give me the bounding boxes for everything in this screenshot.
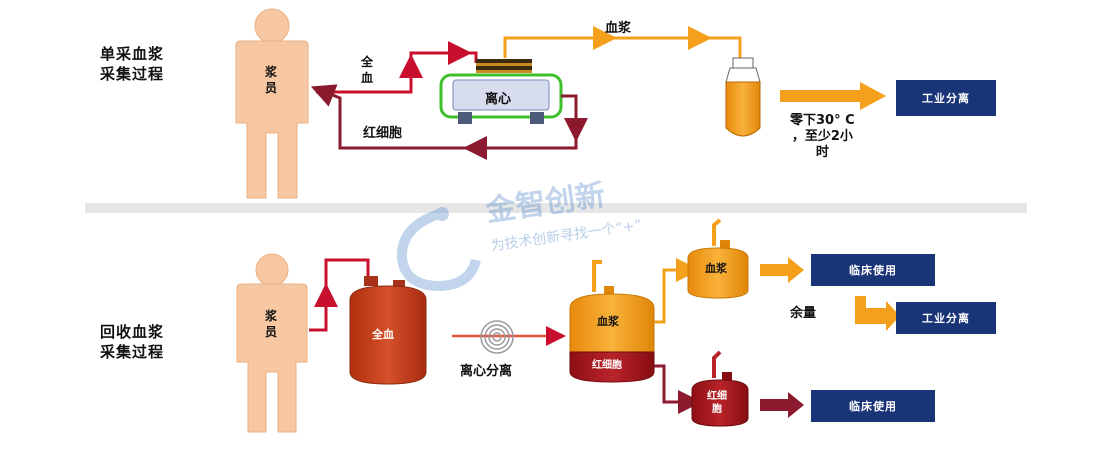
plasma-branch-line — [654, 258, 700, 324]
plasma-tank-small — [687, 218, 749, 299]
whole-blood-line-bottom — [309, 258, 370, 332]
centrifuge-label-top: 离心 — [485, 92, 512, 107]
industrial-separation-box-bottom: 工业分离 — [896, 302, 996, 334]
plasma-layer-label: 血浆 — [597, 315, 619, 328]
donor-label-bottom-1: 浆 — [265, 309, 278, 323]
donor-label-top-2: 员 — [265, 81, 278, 95]
whole-blood-label-top: 全 血 — [361, 54, 373, 86]
whole-blood-label-top-2: 血 — [361, 71, 374, 85]
section-title-recovery: 回收血浆 采集过程 — [100, 322, 164, 362]
clinical-use-box-2: 临床使用 — [811, 390, 935, 422]
storage-condition-3: 时 — [815, 145, 829, 160]
rbc-tank-label-2: 胞 — [712, 404, 722, 415]
donor-label-top-1: 浆 — [265, 65, 278, 79]
rbc-branch-line — [654, 364, 702, 414]
arrow-to-clinical-2 — [760, 392, 804, 418]
industrial-separation-box-top: 工业分离 — [896, 80, 996, 116]
donor-label-top: 浆 员 — [265, 64, 277, 96]
arrow-surplus-to-industrial — [855, 296, 900, 331]
plasma-line-top — [503, 36, 742, 60]
rbc-tank-label: 红细 胞 — [707, 390, 727, 416]
arrow-to-industrial-top — [780, 82, 886, 110]
plasma-label-top: 血浆 — [605, 21, 632, 36]
clinical-use-box-1: 临床使用 — [811, 254, 935, 286]
whole-blood-tank — [349, 276, 427, 385]
section-divider — [85, 203, 1027, 213]
watermark-logo — [396, 207, 481, 292]
rbc-layer-label: 红细胞 — [592, 360, 622, 371]
donor-figure-top — [235, 8, 309, 199]
storage-condition-1: 零下30° C — [790, 113, 855, 128]
section-title-single-line1: 单采血浆 — [100, 45, 165, 63]
donor-label-bottom-2: 员 — [265, 325, 278, 339]
storage-condition-2: ，至少2小 — [791, 129, 853, 144]
whole-blood-label-top-1: 全 — [361, 55, 374, 69]
donor-label-bottom: 浆 员 — [265, 308, 277, 340]
section-title-recovery-line2: 采集过程 — [100, 343, 165, 361]
plasma-bottle-top — [725, 57, 761, 137]
surplus-label: 余量 — [790, 306, 817, 321]
arrow-to-clinical-1 — [760, 257, 804, 283]
rbc-tank-small — [691, 350, 749, 427]
donor-figure-bottom — [236, 253, 308, 433]
section-title-single-line2: 采集过程 — [100, 65, 165, 83]
rbc-label-top: 红细胞 — [363, 126, 403, 141]
section-title-recovery-line1: 回收血浆 — [100, 323, 165, 341]
whole-blood-line-top — [316, 51, 478, 94]
rbc-tank-label-1: 红细 — [707, 391, 727, 402]
plasma-tank-label: 血浆 — [705, 262, 727, 275]
spiral-icon — [480, 320, 514, 354]
separated-tank — [569, 260, 655, 383]
centrifuge-separation-label: 离心分离 — [460, 364, 513, 379]
storage-condition: 零下30° C ，至少2小 时 — [790, 113, 855, 161]
whole-blood-tank-label: 全血 — [372, 328, 394, 341]
section-title-single: 单采血浆 采集过程 — [100, 44, 164, 84]
